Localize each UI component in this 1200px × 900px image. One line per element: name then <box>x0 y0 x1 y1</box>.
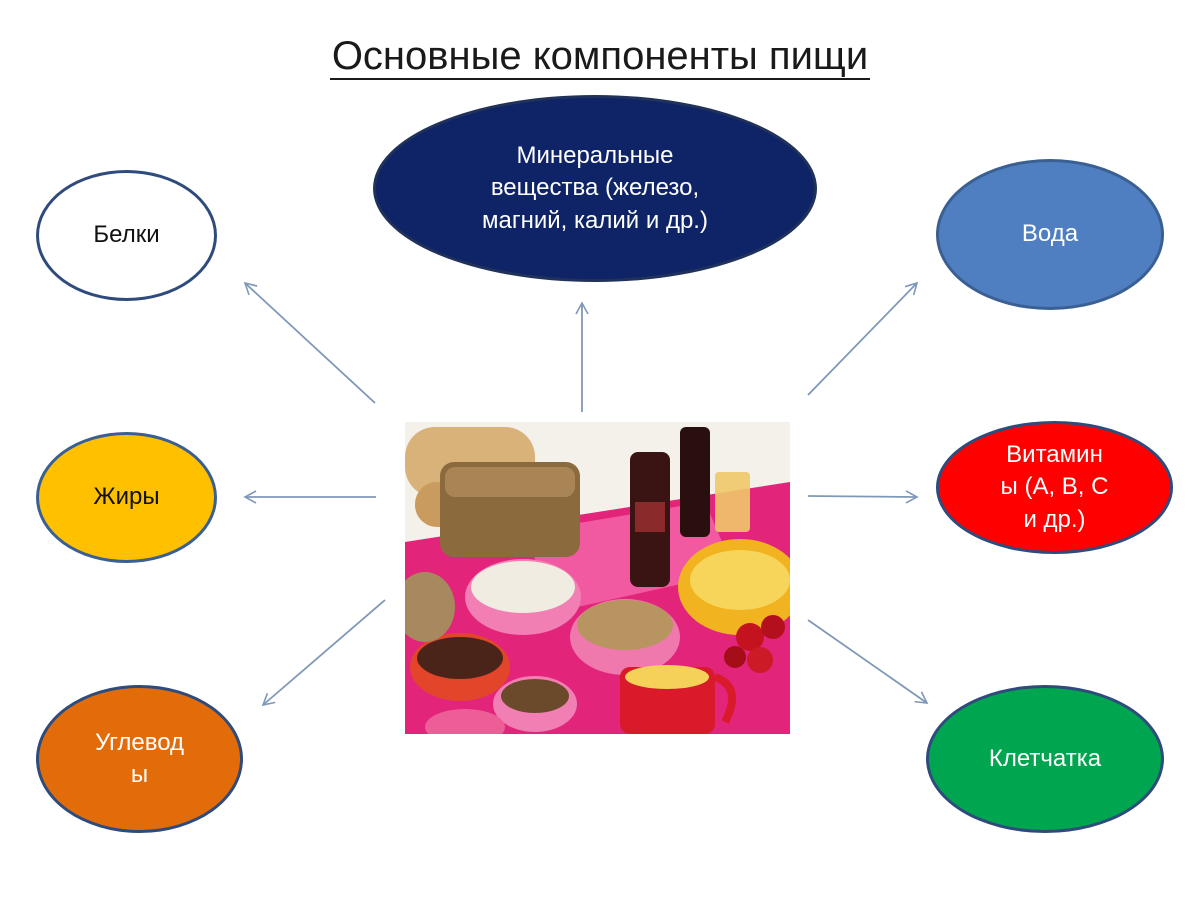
node-fats-label: Жиры <box>93 483 160 511</box>
node-vitamins-label: Витамин ы (А, В, С и др.) <box>1000 440 1109 533</box>
node-fats: Жиры <box>36 432 217 563</box>
node-fiber: Клетчатка <box>926 685 1164 833</box>
food-illustration <box>405 422 790 734</box>
node-minerals: Минеральные вещества (железо, магний, ка… <box>373 95 817 282</box>
node-fiber-label: Клетчатка <box>988 744 1102 772</box>
food-table-photo <box>405 422 790 734</box>
node-water-label: Вода <box>1021 220 1079 248</box>
node-vitamins: Витамин ы (А, В, С и др.) <box>936 421 1173 554</box>
node-proteins: Белки <box>36 170 217 301</box>
node-minerals-label: Минеральные вещества (железо, магний, ка… <box>482 141 708 234</box>
arrow-to-proteins <box>243 281 376 404</box>
arrow-to-vitamins <box>807 490 919 504</box>
diagram-title: Основные компоненты пищи <box>0 34 1200 80</box>
arrow-to-water <box>807 281 919 396</box>
arrow-to-carbs <box>261 599 386 707</box>
node-carbs: Углевод ы <box>36 685 243 833</box>
diagram-title-text: Основные компоненты пищи <box>329 34 871 80</box>
node-carbs-label: Углевод ы <box>94 728 185 788</box>
node-proteins-label: Белки <box>93 221 160 249</box>
arrow-to-fiber <box>807 619 929 704</box>
node-water: Вода <box>936 159 1164 310</box>
